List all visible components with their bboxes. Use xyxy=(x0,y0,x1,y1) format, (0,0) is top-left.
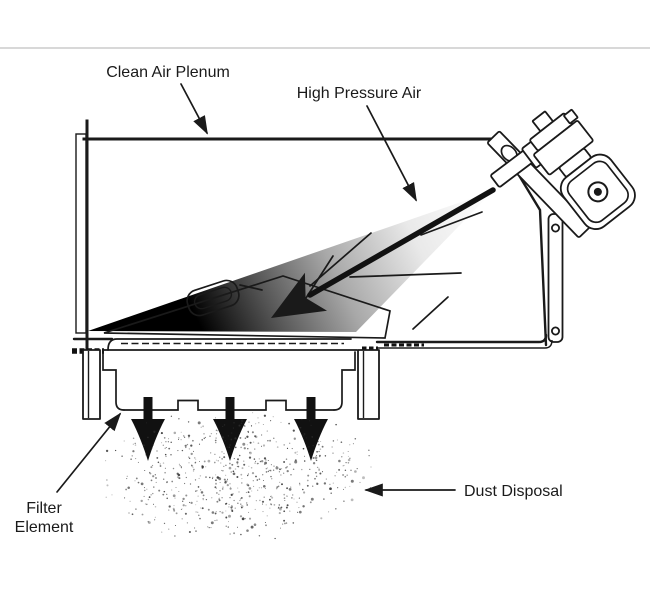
air-jet-shaft xyxy=(307,187,496,298)
label-filter-element-line1: Filter xyxy=(26,500,62,517)
label-filter-element-line2: Element xyxy=(15,519,74,536)
trough-right-wall xyxy=(333,351,356,411)
plenum-left-outer-panel xyxy=(75,133,87,334)
label-dust-disposal: Dust Disposal xyxy=(464,483,563,500)
tube-sheet-top xyxy=(107,338,352,351)
leader-filter-element xyxy=(56,412,122,493)
bolt-hole-icon xyxy=(551,326,561,336)
down-arrowhead-icon xyxy=(294,419,328,461)
label-clean-air-plenum: Clean Air Plenum xyxy=(106,64,230,81)
trough-left-leg xyxy=(82,349,101,420)
trough-left-wall xyxy=(102,351,125,411)
lid-handle-outer xyxy=(186,279,240,317)
plenum-bottom-edge-right-inner xyxy=(377,339,553,349)
dust-arrows xyxy=(131,397,328,461)
diaphragm-port-center xyxy=(593,187,602,196)
air-jet-arrow xyxy=(271,187,496,318)
dust-flow-arrow xyxy=(213,397,247,461)
filter-lid-outline xyxy=(103,275,391,339)
tube-sheet xyxy=(102,338,358,351)
down-arrowhead-icon xyxy=(131,419,165,461)
trough-right-leg xyxy=(357,349,380,420)
lid-handle xyxy=(186,279,240,317)
down-arrowhead-icon xyxy=(213,419,247,461)
plenum-right-flange xyxy=(547,213,564,343)
leader-high-pressure-air xyxy=(366,105,417,202)
leader-lines xyxy=(56,83,456,497)
dust-cloud xyxy=(105,412,372,540)
pulse-valve xyxy=(487,109,636,238)
dust-flow-arrow xyxy=(131,397,165,461)
plenum-bottom-edge-right xyxy=(375,333,548,344)
filter-lid xyxy=(103,275,391,339)
valve-cap-nub xyxy=(563,109,579,125)
air-jet-arrowhead-icon xyxy=(271,272,327,318)
spray-lines xyxy=(239,211,483,330)
leader-clean-air-plenum xyxy=(180,83,208,135)
filter-trough xyxy=(82,349,380,420)
label-high-pressure-air: High Pressure Air xyxy=(297,85,422,102)
diagram-labels: Clean Air Plenum High Pressure Air Filte… xyxy=(15,64,563,536)
air-blast-cone xyxy=(88,191,493,332)
valve-body xyxy=(529,109,636,230)
lid-handle-grip-hole xyxy=(193,286,233,310)
dust-flow-arrow xyxy=(294,397,328,461)
bolt-hole-icon xyxy=(551,223,561,233)
diaphragm-cap-inner xyxy=(566,160,629,224)
